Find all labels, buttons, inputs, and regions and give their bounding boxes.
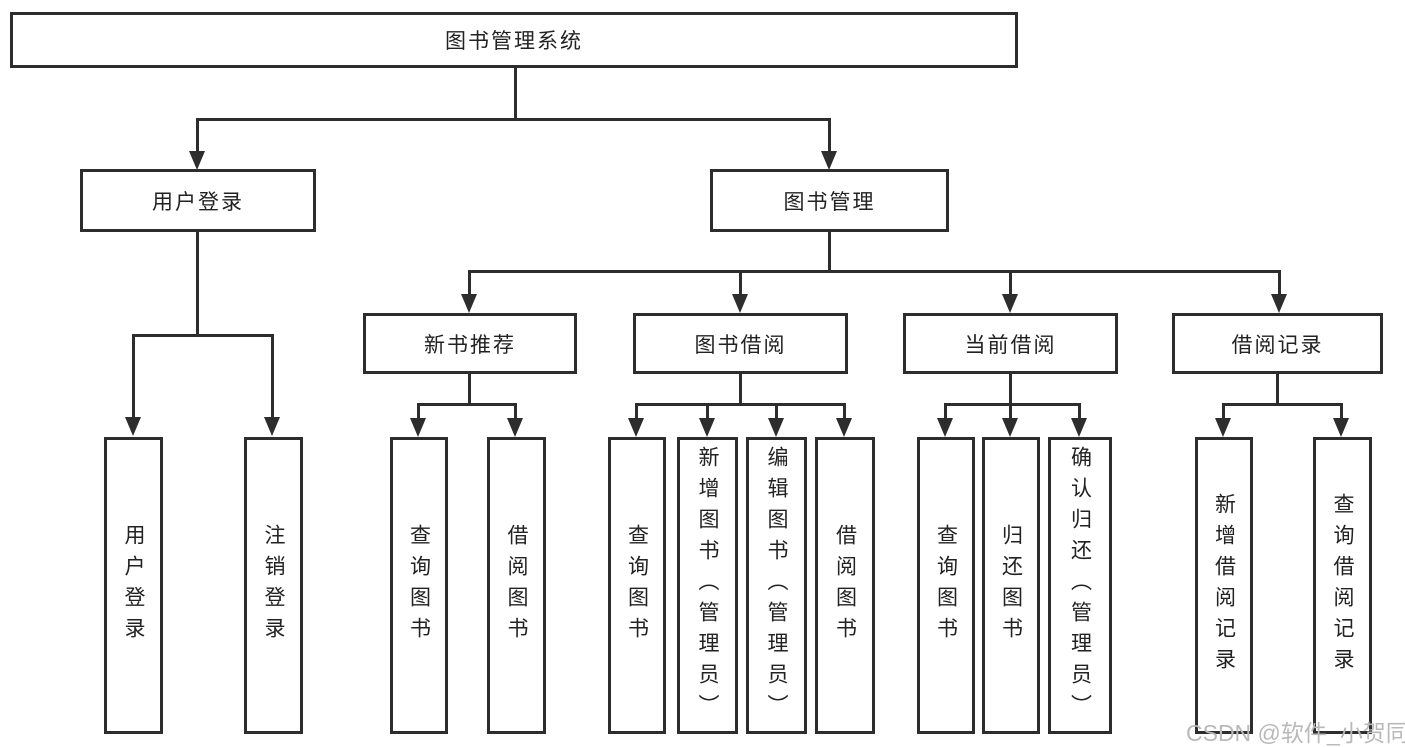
connector-records-bar	[1222, 403, 1342, 406]
connector-recommend-trunk	[468, 373, 471, 406]
connector-drop-leaf-login	[132, 334, 135, 418]
arrowhead-borrowing-edit	[768, 418, 784, 437]
leaf-recommend-query-books-label: 查询图书	[407, 523, 431, 648]
connector-user-login-trunk	[196, 232, 199, 337]
connector-drop-current-query	[944, 403, 947, 419]
connector-drop-current-confirm	[1078, 403, 1081, 419]
leaf-borrowing-borrow-books: 借阅图书	[815, 437, 875, 734]
connector-drop-borrowing-query	[635, 403, 638, 419]
leaf-borrowing-query-books-label: 查询图书	[625, 523, 649, 648]
leaf-current-query-books-label: 查询图书	[934, 523, 958, 648]
leaf-records-query-record-label: 查询借阅记录	[1331, 492, 1354, 679]
connector-root-trunk	[514, 67, 517, 119]
connector-book-management-bar	[468, 270, 1281, 273]
arrowhead-leaf-logout	[264, 417, 280, 436]
node-current-borrowing: 当前借阅	[903, 313, 1118, 374]
node-new-book-recommend-label: 新书推荐	[424, 333, 516, 357]
connector-drop-current-borrowing	[1009, 270, 1012, 296]
connector-user-login-bar	[132, 334, 274, 337]
connector-drop-borrowing-edit	[775, 403, 778, 419]
node-borrowing-records-label: 借阅记录	[1231, 333, 1324, 357]
arrowhead-book-borrowing	[732, 294, 748, 313]
connector-drop-borrowing-records	[1278, 270, 1281, 296]
node-borrowing-records: 借阅记录	[1172, 313, 1383, 374]
node-new-book-recommend: 新书推荐	[363, 313, 577, 374]
leaf-borrowing-edit-books-admin: 编辑图书（管理员）	[746, 437, 807, 734]
arrowhead-current-query	[937, 418, 953, 437]
connector-records-trunk	[1276, 373, 1279, 406]
connector-drop-leaf-logout	[271, 334, 274, 418]
leaf-current-return-books: 归还图书	[982, 437, 1040, 734]
leaf-records-add-record: 新增借阅记录	[1195, 437, 1253, 734]
leaf-recommend-query-books: 查询图书	[390, 437, 448, 734]
connector-root-bar	[196, 118, 831, 121]
leaf-logout: 注销登录	[244, 437, 303, 734]
leaf-user-login: 用户登录	[104, 437, 163, 734]
leaf-borrowing-add-books-admin-label: 新增图书（管理员）	[696, 446, 719, 725]
arrowhead-borrowing-query	[628, 418, 644, 437]
node-book-borrowing: 图书借阅	[633, 313, 848, 374]
arrowhead-user-login	[189, 151, 205, 170]
arrowhead-current-confirm	[1071, 418, 1087, 437]
leaf-records-query-record: 查询借阅记录	[1313, 437, 1372, 734]
connector-drop-book-management	[828, 118, 831, 152]
connector-drop-records-query	[1340, 403, 1343, 419]
node-root-label: 图书管理系统	[445, 30, 583, 53]
arrowhead-new-book-recommend	[461, 294, 477, 313]
leaf-records-add-record-label: 新增借阅记录	[1212, 492, 1236, 679]
arrowhead-recommend-query	[410, 418, 426, 437]
connector-drop-recommend-borrow	[514, 403, 517, 419]
connector-borrowing-bar	[635, 403, 845, 406]
leaf-recommend-borrow-books: 借阅图书	[487, 437, 546, 734]
connector-book-management-trunk	[828, 232, 831, 273]
connector-drop-borrowing-add	[706, 403, 709, 419]
node-current-borrowing-label: 当前借阅	[964, 333, 1057, 357]
arrowhead-borrowing-records	[1271, 294, 1287, 313]
leaf-current-confirm-return-admin-label: 确认归还（管理员）	[1068, 446, 1092, 725]
connector-current-trunk	[1009, 373, 1012, 406]
arrowhead-records-add	[1215, 418, 1231, 437]
connector-recommend-bar	[417, 403, 517, 406]
connector-drop-book-borrowing	[739, 270, 742, 296]
leaf-borrowing-edit-books-admin-label: 编辑图书（管理员）	[765, 446, 788, 725]
arrowhead-current-borrowing	[1002, 294, 1018, 313]
arrowhead-borrowing-borrow	[836, 418, 852, 437]
leaf-user-login-label: 用户登录	[122, 523, 145, 648]
arrowhead-recommend-borrow	[507, 418, 523, 437]
connector-borrowing-trunk	[739, 373, 742, 406]
leaf-recommend-borrow-books-label: 借阅图书	[505, 523, 528, 648]
leaf-current-query-books: 查询图书	[917, 437, 975, 734]
node-user-login-label: 用户登录	[152, 190, 244, 214]
node-root: 图书管理系统	[10, 12, 1018, 68]
node-user-login: 用户登录	[80, 169, 316, 232]
connector-current-bar	[944, 403, 1081, 406]
arrowhead-book-management	[821, 151, 837, 170]
arrowhead-leaf-login	[125, 417, 141, 436]
connector-drop-borrowing-borrow	[843, 403, 846, 419]
node-book-management-label: 图书管理	[783, 190, 876, 214]
arrowhead-records-query	[1333, 418, 1349, 437]
connector-drop-records-add	[1222, 403, 1225, 419]
connector-drop-new-book-recommend	[468, 270, 471, 296]
arrowhead-borrowing-add	[699, 418, 715, 437]
connector-drop-current-return	[1009, 403, 1012, 419]
node-book-borrowing-label: 图书借阅	[694, 333, 787, 357]
leaf-logout-label: 注销登录	[262, 523, 285, 648]
leaf-current-confirm-return-admin: 确认归还（管理员）	[1048, 437, 1112, 734]
leaf-current-return-books-label: 归还图书	[999, 523, 1023, 648]
leaf-borrowing-add-books-admin: 新增图书（管理员）	[677, 437, 738, 734]
arrowhead-current-return	[1002, 418, 1018, 437]
leaf-borrowing-query-books: 查询图书	[608, 437, 666, 734]
connector-drop-user-login	[196, 118, 199, 152]
csdn-watermark: CSDN @软件_小贺同学	[1186, 720, 1405, 746]
connector-drop-recommend-query	[417, 403, 420, 419]
node-book-management: 图书管理	[710, 169, 949, 232]
leaf-borrowing-borrow-books-label: 借阅图书	[833, 523, 857, 648]
